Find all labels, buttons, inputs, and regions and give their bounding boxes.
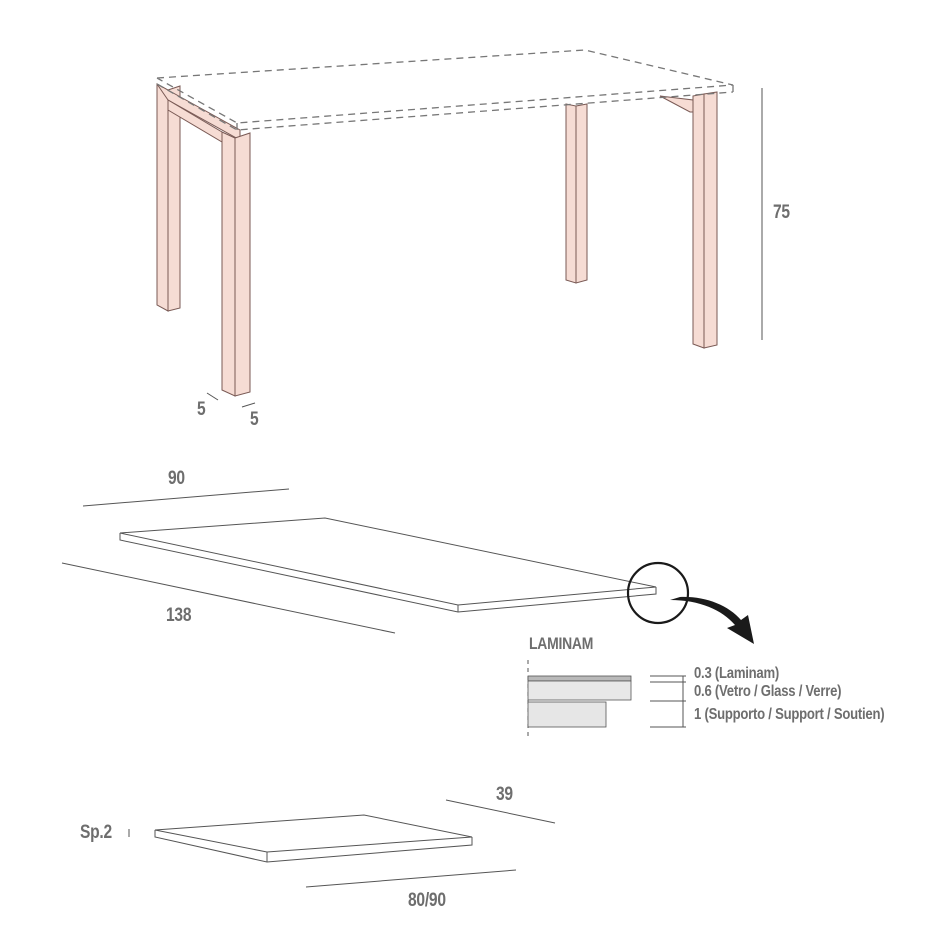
- dashed-tabletop: [156, 49, 734, 131]
- shelf-depth-dim-line: [445, 799, 556, 824]
- panel-length-dim-line: [61, 562, 396, 634]
- shelf-illustration: [128, 799, 556, 888]
- shelf-depth-label: 39: [496, 784, 513, 805]
- detail-circle: [626, 561, 690, 625]
- detail-title: LAMINAM: [529, 634, 594, 653]
- layer-glass: [527, 680, 632, 701]
- table-height-label: 75: [773, 202, 790, 223]
- panel-length-label: 138: [166, 605, 192, 626]
- layer-support: [527, 701, 607, 728]
- layer-laminam: [527, 675, 632, 682]
- leg-depth-tick: [241, 402, 256, 408]
- detail-arrow-icon: [670, 596, 754, 644]
- right-frame: [659, 91, 718, 349]
- left-frame: [156, 83, 251, 397]
- shelf-width-dim-line: [305, 869, 517, 888]
- layer-label-glass: 0.6 (Vetro / Glass / Verre): [694, 683, 842, 700]
- leg-depth-label: 5: [250, 409, 259, 430]
- layer-detail: [527, 660, 686, 740]
- layer-label-laminam: 0.3 (Laminam): [694, 665, 780, 682]
- shelf-thickness-label: Sp.2: [80, 822, 112, 843]
- panel-width-label: 90: [168, 468, 185, 489]
- layer-label-support: 1 (Supporto / Support / Soutien): [694, 706, 885, 723]
- shelf-width-label: 80/90: [408, 890, 446, 911]
- leg-width-label: 5: [197, 399, 206, 420]
- panel-width-dim-line: [82, 488, 290, 507]
- table-illustration: [156, 49, 763, 408]
- back-right-leg: [565, 103, 588, 284]
- top-panel-illustration: [61, 488, 690, 634]
- leg-width-tick: [206, 392, 219, 401]
